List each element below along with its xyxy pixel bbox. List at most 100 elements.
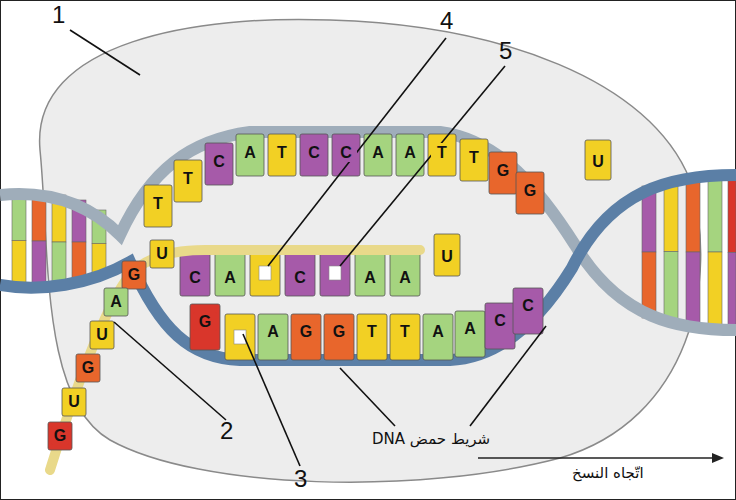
nucleotide: [62, 388, 86, 416]
base-bar: [686, 178, 700, 252]
rna-polymerase: [40, 19, 701, 482]
leader-lines: [70, 30, 546, 466]
nucleotide: [90, 321, 114, 349]
base-letter: G: [519, 181, 541, 200]
nucleotide: [428, 134, 456, 176]
nucleotide: [144, 185, 172, 227]
base-letter: C: [516, 296, 540, 315]
base-bar: [708, 252, 722, 328]
nucleotide: [516, 172, 544, 214]
nucleotide: [320, 250, 350, 296]
base-bar: [728, 253, 736, 331]
callout-number: 2: [220, 418, 233, 444]
nucleotide: [455, 311, 485, 357]
nucleotide: [258, 314, 288, 360]
base-letter: C: [303, 143, 325, 162]
nucleotide: [48, 422, 72, 450]
callout-number: 4: [440, 8, 453, 34]
new-nucleotide-mark: [259, 266, 271, 280]
base-letter: T: [271, 143, 293, 162]
nucleotide: [205, 143, 233, 185]
template-strand: [0, 175, 736, 360]
base-letter: U: [437, 247, 457, 266]
leader-line: [243, 334, 300, 466]
nucleotide: [460, 139, 488, 181]
base-letter: T: [147, 194, 169, 213]
base-letter: C: [208, 152, 230, 171]
callout-number: 3: [294, 466, 307, 492]
nucleotide: [489, 152, 517, 194]
nucleotide: [291, 314, 321, 360]
base-letter: A: [218, 268, 242, 287]
nucleotide: [76, 354, 100, 382]
nucleotide: [485, 303, 515, 349]
base-bar: [686, 252, 700, 326]
nucleotide: [190, 304, 220, 350]
base-letter: A: [458, 319, 482, 338]
nucleotide: [357, 314, 387, 360]
base-letter: T: [463, 148, 485, 167]
nucleotide: [300, 134, 328, 176]
base-letter: A: [261, 322, 285, 341]
nucleotide: [180, 250, 210, 296]
base-letter: U: [65, 392, 83, 411]
nucleotide: [364, 134, 392, 176]
strand-label: شريط حمض DNA: [372, 430, 490, 450]
nucleotide: [174, 160, 202, 202]
base-letter: G: [294, 322, 318, 341]
nucleotide: [324, 314, 354, 360]
base-letter: T: [393, 322, 417, 341]
base-bar: [664, 252, 678, 323]
base-letter: U: [93, 325, 111, 344]
nucleotide: [150, 240, 174, 268]
direction-label: اتّجاه النسخ: [572, 464, 644, 484]
nucleotide: [268, 134, 296, 176]
base-bar: [664, 181, 678, 252]
base-letter: T: [360, 322, 384, 341]
nucleotide: [390, 250, 420, 296]
base-letter: G: [79, 358, 97, 377]
base-letter: C: [335, 143, 357, 162]
base-bar: [728, 175, 736, 253]
nucleotide: [122, 261, 146, 289]
base-bar: [12, 194, 26, 241]
base-letter: U: [588, 152, 608, 171]
nucleotide: [236, 134, 264, 176]
nucleotide: [423, 314, 453, 360]
base-letter: T: [177, 169, 199, 188]
rna-nucleotides: [48, 240, 174, 450]
arrow-head: [712, 453, 724, 463]
base-letter: A: [426, 322, 450, 341]
base-letter: G: [327, 322, 351, 341]
base-letter: A: [399, 143, 421, 162]
nucleotide: [355, 250, 385, 296]
base-letter: C: [288, 268, 312, 287]
leader-line: [114, 322, 226, 420]
new-nucleotide-mark: [329, 266, 341, 280]
nucleotide: [434, 234, 460, 276]
base-letter: A: [358, 268, 382, 287]
nucleotide: [332, 134, 360, 176]
base-bar: [12, 241, 26, 288]
base-letter: A: [239, 143, 261, 162]
base-letter: T: [431, 143, 453, 162]
leader-line: [340, 66, 505, 266]
base-letter: G: [492, 161, 514, 180]
nucleotide: [285, 250, 315, 296]
base-letter: A: [107, 292, 125, 311]
leader-line: [470, 326, 546, 426]
nucleotide: [513, 288, 543, 334]
base-letter: A: [367, 143, 389, 162]
callout-number: 1: [52, 2, 65, 28]
nucleotide: [390, 314, 420, 360]
leader-line: [268, 38, 446, 266]
callout-number: 5: [499, 38, 512, 64]
base-letter: C: [488, 311, 512, 330]
nucleotide: [585, 140, 611, 180]
nucleotide: [104, 288, 128, 316]
rna-strand: [50, 250, 420, 470]
base-letter: U: [153, 244, 171, 263]
